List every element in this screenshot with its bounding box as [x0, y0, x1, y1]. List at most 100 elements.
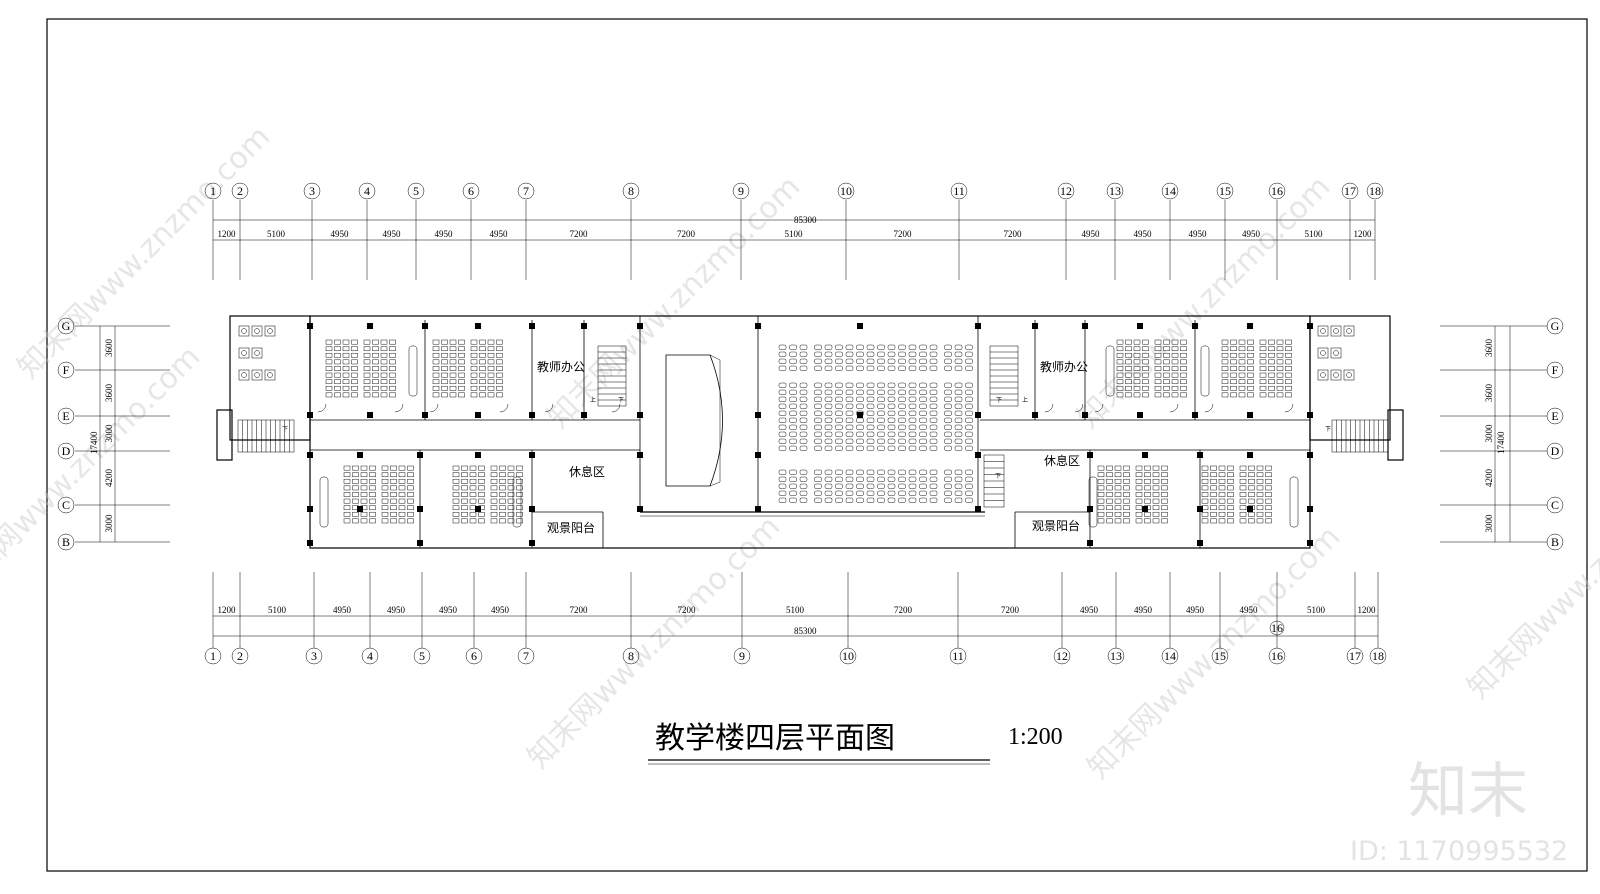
auditorium-seat: [778, 344, 787, 350]
auditorium-seat: [814, 438, 822, 444]
stair-down-label: 下: [995, 473, 1001, 480]
desk: [1259, 346, 1267, 352]
desk: [325, 366, 333, 371]
desk: [490, 485, 498, 491]
auditorium-seat: [856, 469, 864, 475]
desk: [1248, 485, 1255, 491]
desk: [1248, 498, 1255, 504]
toilet-stall: [251, 325, 263, 337]
auditorium-seat: [866, 344, 875, 350]
axis-label-x: 3: [311, 649, 317, 663]
desk: [1265, 505, 1272, 511]
auditorium-seat: [778, 358, 787, 364]
auditorium-seat: [954, 424, 963, 430]
desk: [1171, 359, 1179, 365]
axis-label-x: 5: [413, 184, 419, 198]
auditorium-seat: [856, 403, 864, 409]
column: [307, 323, 313, 329]
axis-label-x: 1: [210, 649, 216, 663]
desk: [499, 492, 506, 497]
desk: [380, 352, 388, 358]
desk: [478, 478, 485, 484]
auditorium-seat: [944, 431, 952, 437]
auditorium-seat: [929, 389, 938, 395]
desk: [1114, 505, 1122, 511]
desk: [470, 372, 478, 378]
auditorium-seat: [866, 403, 875, 409]
auditorium-seat: [824, 365, 833, 371]
desk: [1154, 359, 1162, 365]
desk: [1133, 352, 1141, 358]
toilet-stall: [1343, 369, 1355, 381]
axis-bubble-y: [1546, 442, 1564, 460]
desk: [516, 498, 523, 504]
axis-label-y: D: [1551, 444, 1560, 458]
auditorium-seat: [919, 351, 927, 357]
auditorium-seat: [919, 410, 927, 416]
desk: [1218, 478, 1226, 484]
desk: [325, 359, 333, 365]
column: [307, 412, 313, 418]
desk: [380, 379, 388, 385]
auditorium-seat: [814, 396, 822, 402]
desk: [1114, 465, 1122, 471]
auditorium-seat: [877, 424, 885, 430]
desk: [1230, 379, 1237, 385]
desk: [1218, 472, 1226, 478]
dim-span-y: 4200: [104, 469, 114, 488]
column: [475, 412, 481, 418]
toilet-fixture: [241, 350, 247, 356]
desk: [1180, 392, 1187, 398]
auditorium-seat: [799, 389, 808, 395]
desk: [1161, 465, 1168, 471]
desk: [490, 498, 498, 504]
auditorium-seat: [919, 417, 927, 423]
desk: [1218, 518, 1226, 524]
auditorium-seat: [919, 396, 927, 402]
desk: [1268, 346, 1275, 352]
building-west-stair-box: [216, 409, 233, 461]
desk: [479, 372, 486, 378]
desk: [1238, 346, 1246, 352]
desk: [1239, 485, 1247, 491]
desk: [449, 346, 457, 352]
column: [637, 412, 643, 418]
auditorium-seat: [814, 476, 822, 482]
column: [1247, 506, 1253, 512]
auditorium-seat: [799, 403, 808, 409]
auditorium-seat: [835, 469, 843, 475]
desk: [1163, 359, 1170, 365]
desk: [458, 372, 465, 378]
dim-span-y: 3000: [104, 424, 114, 443]
auditorium-seat: [877, 344, 885, 350]
desk: [432, 339, 440, 345]
auditorium-seat: [944, 410, 952, 416]
desk: [1154, 366, 1162, 371]
desk: [352, 518, 359, 524]
desk: [1239, 492, 1247, 497]
desk: [352, 465, 359, 471]
auditorium-seat: [887, 438, 896, 444]
desk: [478, 518, 485, 524]
auditorium-seat: [845, 490, 854, 496]
auditorium-seat: [944, 389, 952, 395]
desk: [1114, 498, 1122, 504]
desk: [369, 518, 376, 524]
watermark-text: 知末网www.znzmo.com: [1071, 169, 1337, 435]
desk: [496, 366, 503, 371]
axis-label-x: 15: [1214, 649, 1226, 663]
axis-bubble-x: [1053, 647, 1071, 665]
desk: [1210, 492, 1217, 497]
auditorium-seat: [929, 431, 938, 437]
axis-label-y: D: [62, 444, 71, 458]
desk: [1268, 385, 1275, 391]
desk: [516, 485, 523, 491]
auditorium-seat: [944, 403, 952, 409]
column: [367, 412, 373, 418]
desk: [469, 518, 477, 524]
desk: [441, 339, 448, 345]
desk: [458, 379, 465, 385]
auditorium-seat: [824, 469, 833, 475]
dim-span-y: 3000: [1484, 514, 1494, 533]
desk: [1268, 352, 1275, 358]
